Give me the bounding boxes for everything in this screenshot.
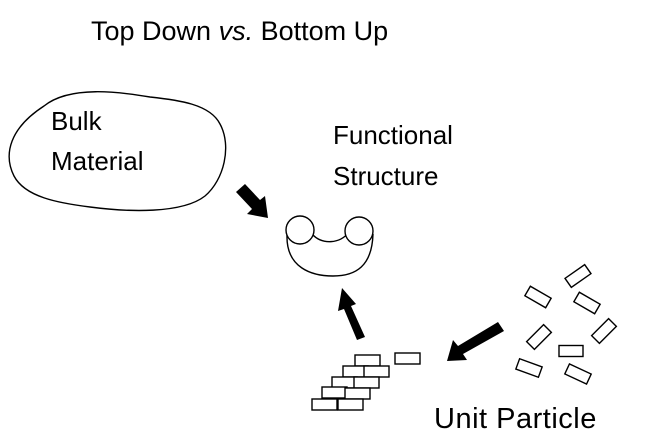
bulk-material-blob — [8, 91, 227, 212]
functional-structure-label-line1: Functional — [333, 120, 453, 150]
assembled-particle — [394, 352, 421, 365]
assembled-particle — [353, 376, 380, 389]
scattered-particles — [514, 263, 618, 385]
bulk-material-label-line1: Bulk — [51, 106, 103, 136]
unit-particle — [523, 285, 553, 309]
assembled-particle — [311, 398, 338, 411]
functional-structure-shape — [285, 215, 374, 277]
unit-particle — [590, 317, 618, 345]
assembled-particle — [363, 365, 390, 378]
unit-particle — [558, 344, 584, 358]
arrow-scattered-to-assembled — [447, 322, 504, 361]
title-part-bottom-up: Bottom Up — [253, 16, 388, 46]
unit-particle — [514, 357, 544, 379]
unit-particle — [525, 323, 553, 351]
arrow-particles-to-structure — [338, 288, 365, 340]
unit-particle-label: Unit Particle — [434, 403, 597, 432]
assembled-particle — [344, 387, 371, 400]
unit-particle — [564, 263, 592, 289]
assembled-particle — [321, 386, 348, 399]
unit-particle — [572, 291, 602, 315]
assembled-particle — [337, 398, 364, 411]
arrow-bulk-to-structure — [236, 184, 268, 218]
title-part-vs: vs. — [219, 16, 254, 46]
assembled-particle — [354, 354, 381, 367]
assembled-particles — [311, 352, 421, 411]
unit-particle — [563, 363, 593, 385]
bulk-material-label-line2: Material — [51, 146, 143, 176]
functional-structure-label-line2: Structure — [333, 161, 439, 191]
title-part-top-down: Top Down — [91, 16, 219, 46]
diagram-title: Top Down vs. Bottom Up — [91, 16, 388, 46]
